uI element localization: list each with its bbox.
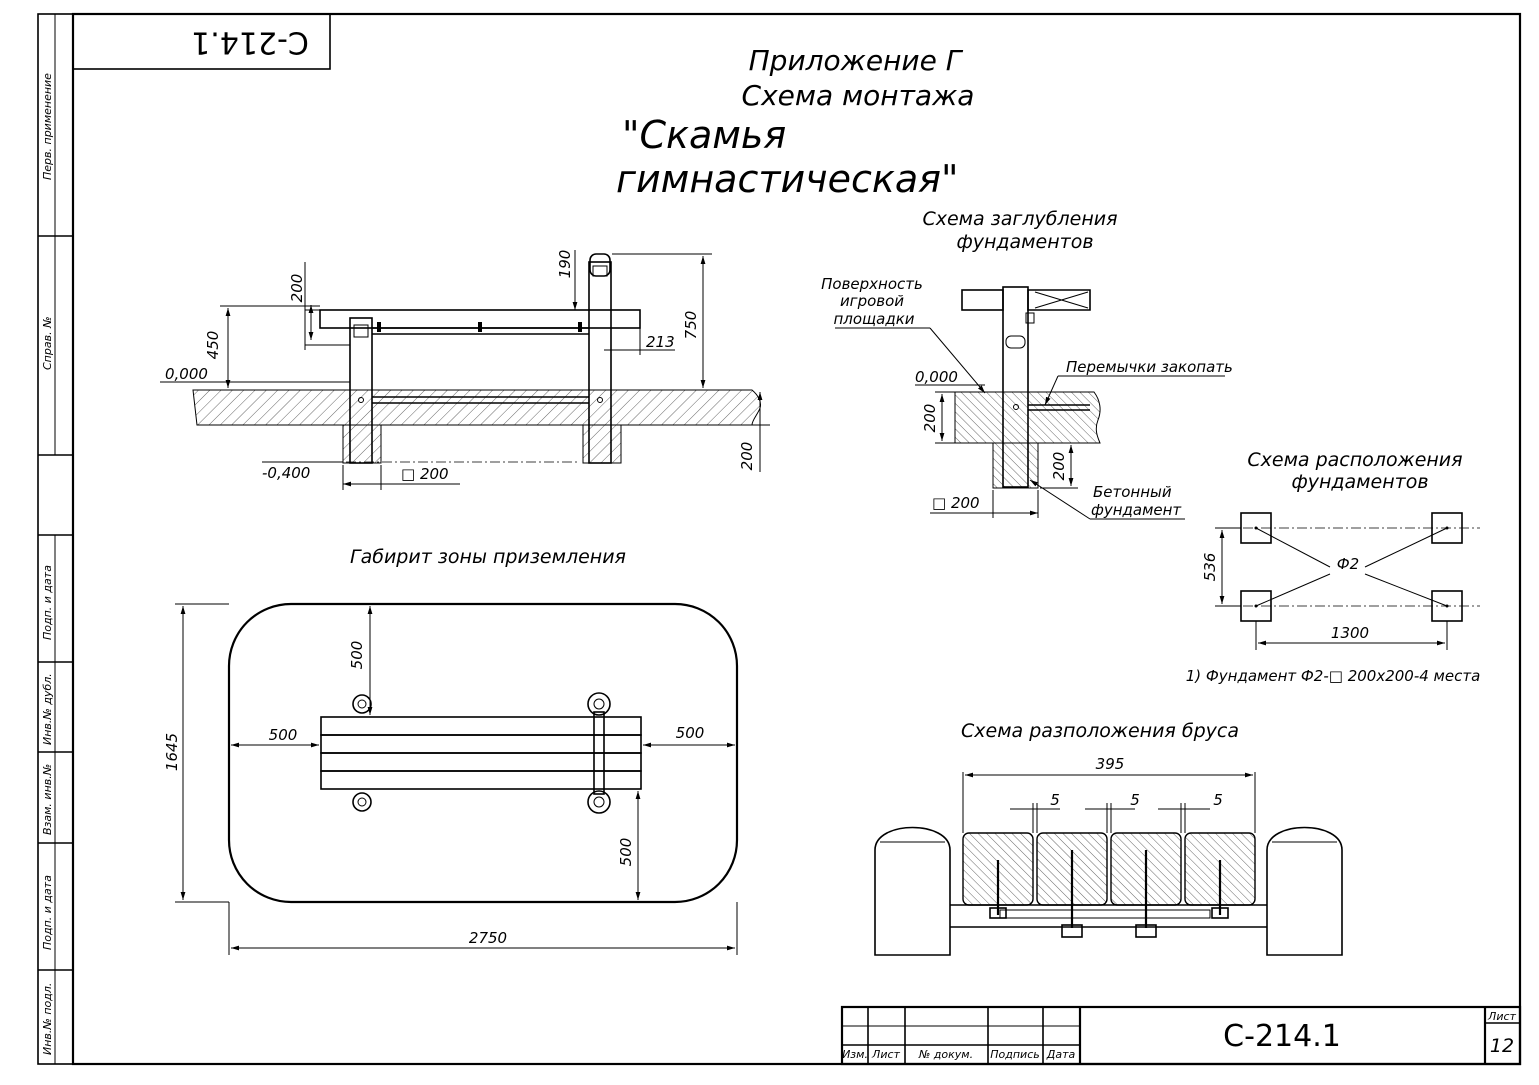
layout-f2: Ф2 [1337, 555, 1359, 573]
side-vzam-inv-label: Взам. инв.№ [41, 764, 54, 835]
landing-dim-1645: 1645 [163, 733, 181, 771]
elev-dim-450: 450 [204, 331, 222, 360]
top-stamp: С-214.1 [72, 13, 331, 70]
beam-title: Схема разположения бруса [961, 720, 1239, 742]
depth-concrete-2: фундамент [1091, 501, 1182, 519]
depth-concrete-1: Бетонный [1093, 483, 1172, 501]
elev-dim-213: 213 [646, 333, 675, 351]
tb-list: Лист [871, 1048, 900, 1061]
foundation-layout: Схема расположения фундаментов 536 Ф2 13… [1186, 449, 1481, 685]
elev-dim-square-200: □ 200 [401, 465, 449, 483]
landing-dim-500-bottom: 500 [617, 838, 635, 867]
landing-dim-500-top: 500 [348, 641, 366, 670]
depth-surface-2: игровой [840, 292, 904, 310]
layout-dim-536: 536 [1201, 553, 1219, 582]
depth-surface-3: площадки [833, 310, 914, 328]
beam-gap-3: 5 [1213, 791, 1223, 809]
landing-title: Габирит зоны приземления [350, 546, 626, 568]
depth-dim-square-200: □ 200 [932, 494, 980, 512]
side-podp-data-2-label: Подп. и дата [41, 875, 54, 950]
tb-izm: Изм. [842, 1048, 868, 1061]
layout-dim-1300: 1300 [1331, 624, 1369, 642]
layout-title-1: Схема расположения [1247, 449, 1462, 471]
depth-jumpers: Перемычки закопать [1066, 358, 1233, 376]
product-title-line2: гимнастическая" [616, 157, 958, 201]
tb-data: Дата [1046, 1048, 1076, 1061]
layout-note: 1) Фундамент Ф2-□ 200х200-4 места [1186, 667, 1481, 685]
side-inv-podl-label: Инв.№ подл. [41, 983, 54, 1055]
depth-title-1: Схема заглубления [922, 208, 1117, 230]
depth-dim-200-left: 200 [921, 404, 939, 433]
landing-dim-500-left: 500 [269, 726, 298, 744]
header: Приложение Г Схема монтажа "Скамья гимна… [616, 44, 974, 201]
side-perv-label: Перв. применение [41, 73, 54, 180]
landing-dim-500-right: 500 [676, 724, 705, 742]
side-podp-data-1-label: Подп. и дата [41, 565, 54, 640]
tb-dokum: № докум. [918, 1048, 973, 1061]
depth-dim-200-right: 200 [1050, 452, 1068, 481]
depth-level-zero: 0,000 [915, 368, 958, 386]
elev-level-minus: -0,400 [262, 464, 310, 482]
depth-title-2: фундаментов [956, 231, 1093, 253]
beam-gap-2: 5 [1130, 791, 1140, 809]
elev-dim-200-top: 200 [288, 274, 306, 303]
tb-sheet-label: Лист [1487, 1010, 1516, 1023]
tb-sheet-number: 12 [1490, 1035, 1514, 1057]
depth-surface-1: Поверхность [821, 275, 923, 293]
sheet-frame [37, 12, 1522, 1066]
title-block: Изм. Лист № докум. Подпись Дата С-214.1 … [840, 1005, 1522, 1066]
beam-scheme: Схема разположения бруса [874, 720, 1343, 956]
product-title-line1: "Скамья [622, 113, 786, 157]
elev-dim-750: 750 [682, 311, 700, 340]
side-sprav-label: Справ. № [41, 316, 54, 370]
elevation-view: 0,000 -0,400 200 190 450 750 213 200 □ 2… [160, 250, 770, 490]
appendix-title: Приложение Г [749, 44, 964, 77]
side-column: Перв. применение Справ. № Подп. и дата И… [41, 73, 54, 1055]
elev-dim-190: 190 [556, 250, 574, 279]
layout-title-2: фундаментов [1291, 471, 1428, 493]
elev-dim-200-right: 200 [738, 442, 756, 471]
scheme-title: Схема монтажа [742, 79, 975, 112]
tb-code: С-214.1 [1223, 1019, 1341, 1054]
landing-zone: Габирит зоны приземления 500 500 500 500… [163, 546, 739, 955]
depth-scheme: Схема заглубления фундаментов [821, 208, 1233, 520]
stamp-code-mirrored: С-214.1 [191, 25, 309, 60]
beam-gap-1: 5 [1050, 791, 1060, 809]
side-inv-dubl-label: Инв.№ дубл. [41, 673, 54, 745]
beam-dim-395: 395 [1096, 755, 1125, 773]
elev-level-zero: 0,000 [165, 365, 208, 383]
landing-dim-2750: 2750 [469, 929, 507, 947]
tb-podpis: Подпись [990, 1048, 1039, 1061]
